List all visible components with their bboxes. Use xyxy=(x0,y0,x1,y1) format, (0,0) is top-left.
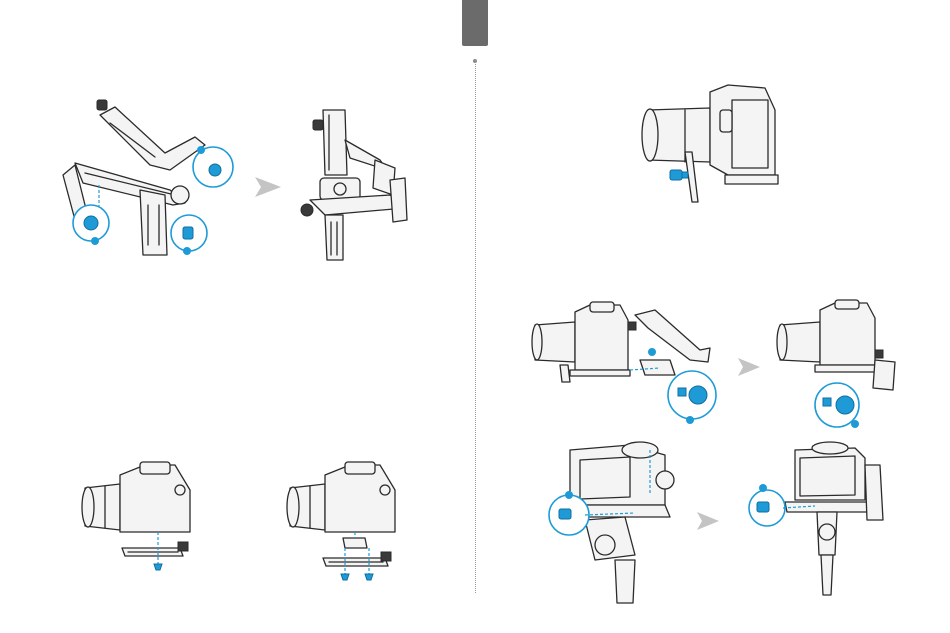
arrow-right-icon xyxy=(738,358,760,376)
arrow-right-icon xyxy=(255,177,281,197)
lock-camera-icon xyxy=(545,435,685,605)
mount-camera-icon xyxy=(530,300,720,430)
camera-plate-icon xyxy=(80,460,195,575)
page-section-tab xyxy=(462,0,488,46)
gimbal-unfolded-icon xyxy=(295,100,415,265)
camera-screw-icon xyxy=(640,80,780,205)
page-divider xyxy=(475,60,476,593)
gimbal-folded-icon xyxy=(55,95,245,265)
arrow-right-icon xyxy=(697,512,719,530)
camera-locked-icon xyxy=(745,440,890,600)
camera-riser-plate-icon xyxy=(285,460,400,585)
camera-mounted-icon xyxy=(775,300,915,430)
